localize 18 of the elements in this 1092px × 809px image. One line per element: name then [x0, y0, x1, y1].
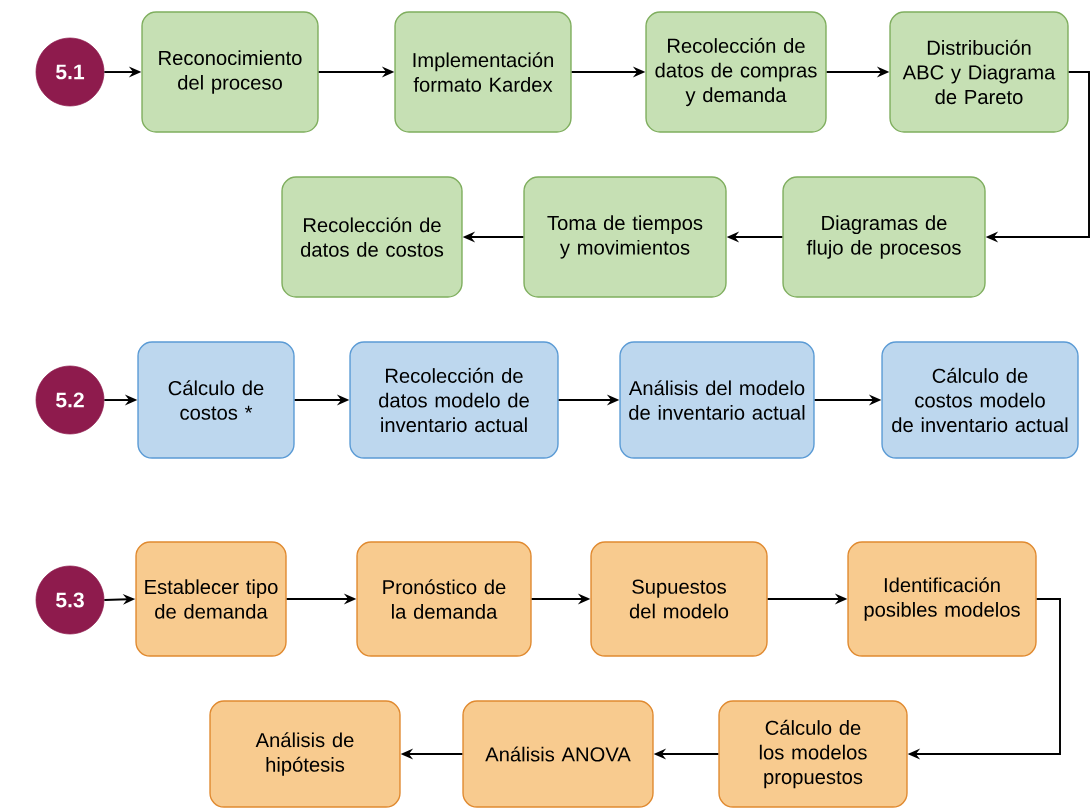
process-box: Distribución ABC y Diagrama de Pareto [889, 11, 1069, 133]
process-box: Toma de tiempos y movimientos [523, 176, 727, 298]
process-box: Implementación formato Kardex [394, 11, 572, 133]
process-box: Análisis de hipótesis [209, 700, 401, 808]
process-box: Cálculo de costos * [137, 341, 295, 459]
process-box: Cálculo de los modelos propuestos [718, 700, 908, 808]
process-box: Supuestos del modelo [590, 541, 768, 657]
process-box: Análisis ANOVA [462, 700, 654, 808]
process-box: Análisis del modelo de inventario actual [619, 341, 815, 459]
process-box: Reconocimiento del proceso [141, 11, 319, 133]
process-box: Diagramas de flujo de procesos [782, 176, 986, 298]
process-box: Recolección de datos modelo de inventario actual [349, 341, 559, 459]
process-box: Identificación posibles modelos [847, 541, 1037, 657]
process-box: Establecer tipo de demanda [135, 541, 287, 657]
process-box: Recolección de datos de compras y demanda [645, 11, 827, 133]
process-box: Pronóstico de la demanda [356, 541, 532, 657]
process-box: Recolección de datos de costos [281, 176, 463, 298]
process-box: Cálculo de costos modelo de inventario actual [881, 341, 1079, 459]
